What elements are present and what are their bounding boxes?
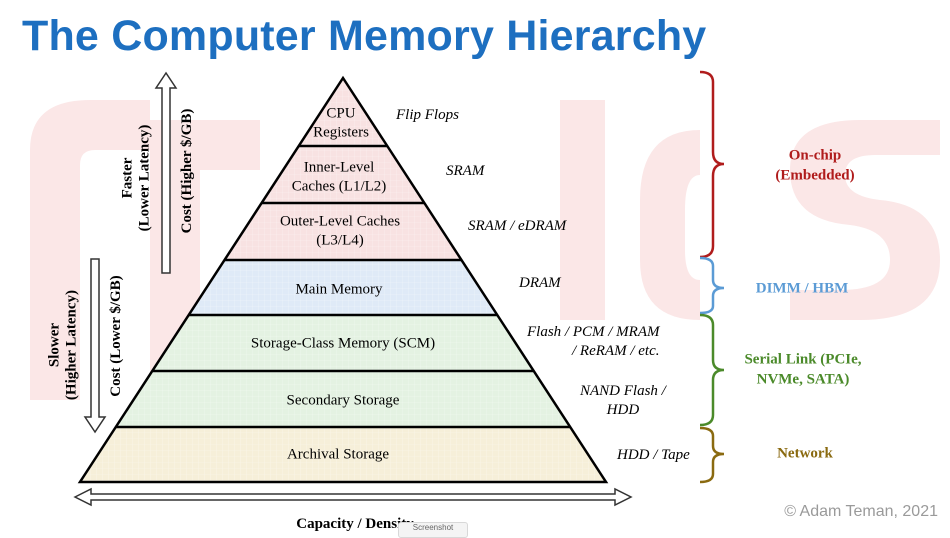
serial-link-brace	[699, 313, 725, 427]
level-text: Caches (L1/L2)	[291, 178, 387, 194]
tech-label-flash-pcm: Flash / PCM / MRAM / ReRAM / etc.	[527, 323, 659, 361]
cost-higher-label: Cost (Higher $/GB)	[178, 108, 195, 234]
slower-down-arrow	[83, 258, 107, 434]
interface-text: NVMe, SATA)	[756, 371, 850, 387]
page-title: The Computer Memory Hierarchy	[22, 12, 707, 60]
cost-lower-label: Cost (Lower $/GB)	[107, 275, 124, 397]
capacity-double-arrow	[73, 487, 633, 507]
level-label-outer-caches: Outer-Level Caches (L3/L4)	[280, 212, 400, 250]
slower-label-line-2: (Higher Latency)	[63, 289, 79, 401]
level-label-cpu-registers: CPU Registers	[313, 104, 369, 142]
interface-text: On-chip	[788, 147, 842, 164]
faster-label-line-1: Faster	[119, 157, 136, 199]
slower-label-line-1: Slower	[46, 322, 63, 368]
tech-text: HDD	[606, 401, 640, 418]
level-text: Inner-Level	[303, 159, 375, 176]
tech-text: DRAM	[519, 275, 561, 291]
tech-text: HDD / Tape	[617, 447, 690, 463]
interface-label-on-chip: On-chip (Embedded)	[775, 147, 854, 186]
level-label-inner-caches: Inner-Level Caches (L1/L2)	[292, 158, 387, 196]
interface-text: (Embedded)	[775, 167, 855, 183]
tech-text: Flash / PCM / MRAM	[527, 324, 660, 340]
level-text: Secondary Storage	[286, 392, 400, 409]
tech-label-sram-edram: SRAM / eDRAM	[468, 217, 566, 236]
screenshot-tooltip[interactable]: Screenshot	[398, 522, 468, 538]
level-text: Outer-Level Caches	[279, 213, 401, 230]
tech-label-hdd-tape: HDD / Tape	[617, 446, 690, 465]
faster-label: Faster (Lower Latency)	[120, 125, 153, 232]
level-text: (L3/L4)	[316, 232, 364, 248]
interface-text: Network	[777, 445, 833, 462]
level-text: CPU	[326, 105, 356, 122]
level-text: Archival Storage	[286, 446, 390, 463]
interface-label-network: Network	[777, 444, 833, 464]
tech-label-nand-hdd: NAND Flash / HDD	[580, 382, 666, 420]
interface-label-dimm-hbm: DIMM / HBM	[756, 279, 848, 299]
level-label-archival-storage: Archival Storage	[287, 446, 389, 465]
dimm-brace	[699, 256, 725, 315]
faster-up-arrow	[154, 71, 178, 274]
tech-text: NAND Flash /	[580, 383, 666, 399]
pyramid-outline	[77, 75, 609, 484]
faster-label-line-2: (Lower Latency)	[136, 124, 152, 232]
level-label-main-memory: Main Memory	[295, 281, 382, 300]
tech-text: SRAM / eDRAM	[468, 218, 567, 234]
tech-text: / ReRAM / etc.	[572, 342, 660, 359]
level-text: Main Memory	[295, 281, 383, 298]
interface-text: DIMM / HBM	[755, 280, 849, 297]
slower-label: Slower (Higher Latency)	[47, 290, 80, 400]
capacity-label: Capacity / Density	[296, 516, 414, 532]
interface-text: Serial Link (PCIe,	[744, 351, 862, 368]
copyright-text: © Adam Teman, 2021	[784, 503, 938, 520]
tech-text: SRAM	[446, 163, 485, 179]
level-label-secondary-storage: Secondary Storage	[287, 392, 400, 411]
tech-text: Flip Flops	[396, 107, 459, 123]
level-text: Storage-Class Memory (SCM)	[250, 335, 436, 352]
tech-label-dram: DRAM	[519, 274, 561, 293]
level-text: Registers	[313, 124, 369, 140]
network-brace	[699, 426, 725, 484]
level-label-scm: Storage-Class Memory (SCM)	[251, 335, 435, 354]
tech-label-sram: SRAM	[446, 162, 484, 181]
on-chip-brace	[699, 70, 725, 259]
interface-label-serial-link: Serial Link (PCIe, NVMe, SATA)	[744, 351, 861, 390]
tech-label-flip-flops: Flip Flops	[396, 106, 459, 125]
